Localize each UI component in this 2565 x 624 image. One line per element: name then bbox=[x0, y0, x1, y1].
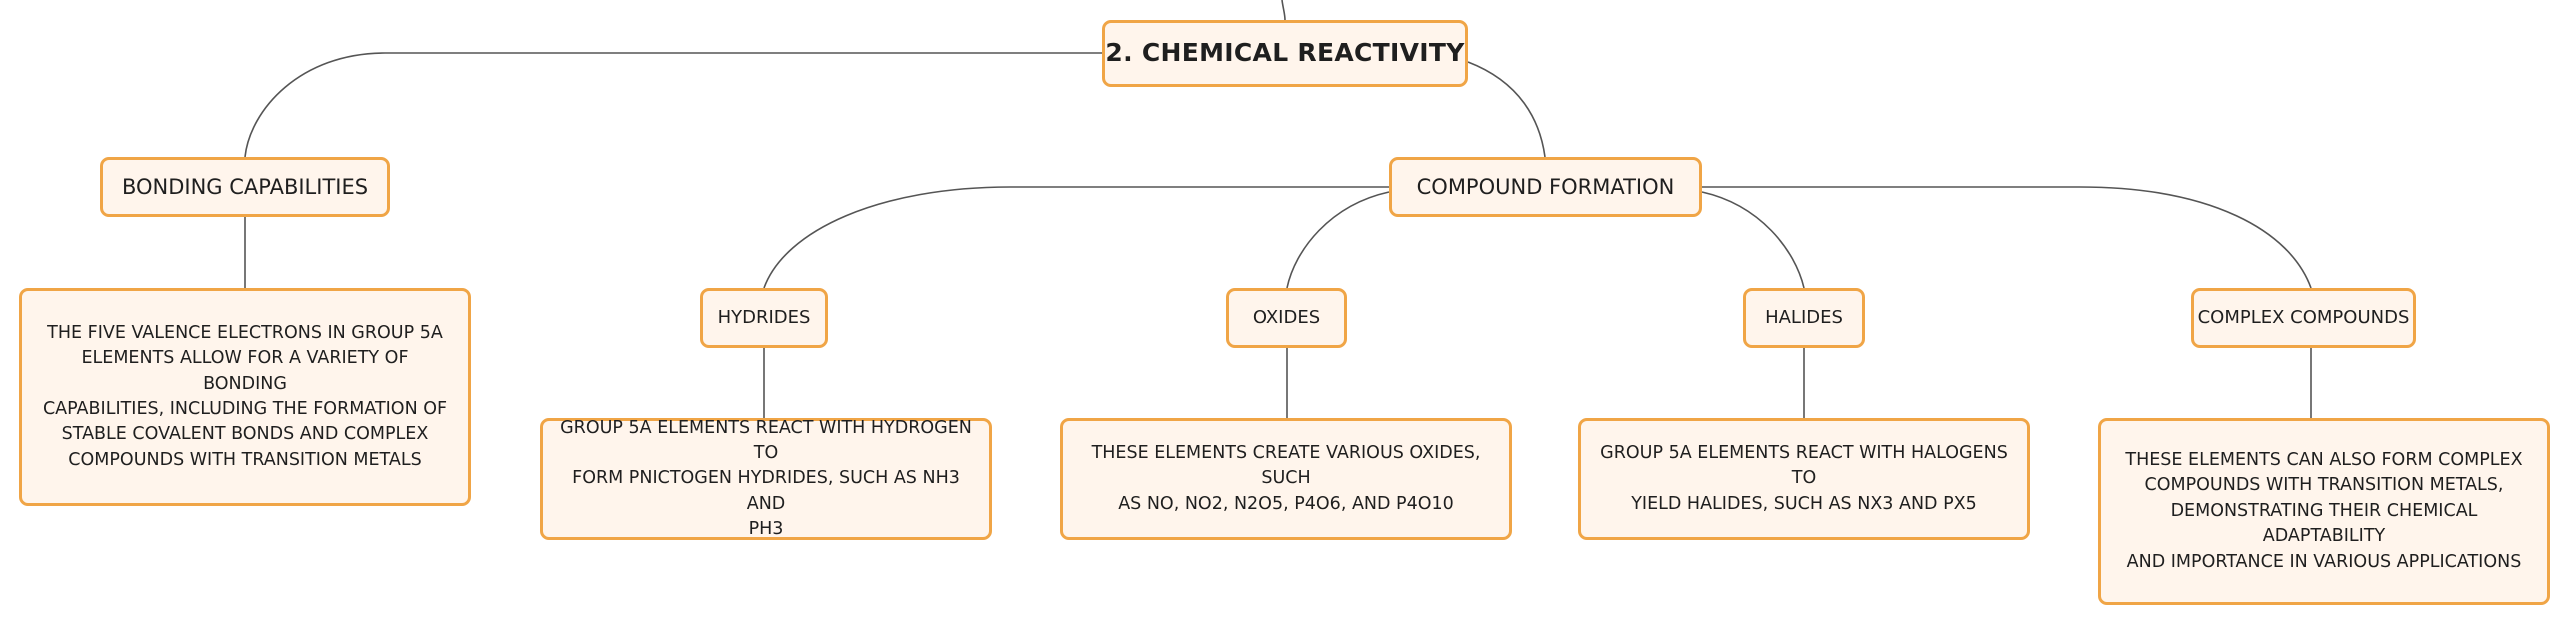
description-line: THESE ELEMENTS CREATE VARIOUS OXIDES, SU… bbox=[1091, 442, 1481, 489]
oxides-description: THESE ELEMENTS CREATE VARIOUS OXIDES, SU… bbox=[1079, 441, 1493, 517]
description-line: GROUP 5A ELEMENTS REACT WITH HYDROGEN TO bbox=[560, 417, 972, 463]
description-line: DEMONSTRATING THEIR CHEMICAL ADAPTABILIT… bbox=[2170, 500, 2478, 547]
hydrides-description: GROUP 5A ELEMENTS REACT WITH HYDROGEN TO… bbox=[559, 416, 973, 543]
description-line: ELEMENTS ALLOW FOR A VARIETY OF BONDING bbox=[81, 348, 409, 394]
root-topic-node[interactable]: 2. CHEMICAL REACTIVITY bbox=[1102, 20, 1468, 87]
description-line: THE FIVE VALENCE ELECTRONS IN GROUP 5A bbox=[47, 322, 443, 343]
bonding-capabilities-node[interactable]: BONDING CAPABILITIES bbox=[100, 157, 390, 217]
halides-node[interactable]: HALIDES bbox=[1743, 288, 1865, 348]
complex-compounds-description: THESE ELEMENTS CAN ALSO FORM COMPLEX COM… bbox=[2117, 448, 2531, 575]
halides-label: HALIDES bbox=[1765, 306, 1843, 328]
link-compound-to-oxides bbox=[1286, 191, 1390, 289]
description-line: GROUP 5A ELEMENTS REACT WITH HALOGENS TO bbox=[1600, 442, 2008, 489]
link-root-to-bonding bbox=[244, 52, 1102, 158]
description-line: YIELD HALIDES, SUCH AS NX3 AND PX5 bbox=[1631, 493, 1977, 514]
bonding-capabilities-description-node[interactable]: THE FIVE VALENCE ELECTRONS IN GROUP 5A E… bbox=[19, 288, 471, 506]
oxides-label: OXIDES bbox=[1252, 306, 1321, 328]
root-topic-label: 2. CHEMICAL REACTIVITY bbox=[1105, 38, 1465, 68]
link-compound-to-hydrides bbox=[763, 186, 1389, 289]
description-line: THESE ELEMENTS CAN ALSO FORM COMPLEX bbox=[2125, 450, 2523, 471]
description-line: PH3 bbox=[748, 519, 784, 540]
description-line: FORM PNICTOGEN HYDRIDES, SUCH AS NH3 AND bbox=[572, 468, 960, 514]
halides-description: GROUP 5A ELEMENTS REACT WITH HALOGENS TO… bbox=[1597, 441, 2011, 517]
hydrides-node[interactable]: HYDRIDES bbox=[700, 288, 828, 348]
description-line: COMPOUNDS WITH TRANSITION METALS bbox=[68, 449, 422, 470]
description-line: AS NO, NO2, N2O5, P4O6, AND P4O10 bbox=[1118, 493, 1454, 514]
link-compound-to-halides bbox=[1701, 191, 1805, 289]
bonding-capabilities-description: THE FIVE VALENCE ELECTRONS IN GROUP 5A E… bbox=[38, 321, 452, 473]
compound-formation-label: COMPOUND FORMATION bbox=[1416, 174, 1675, 199]
link-root-to-compound bbox=[1467, 61, 1546, 158]
link-compound-to-complex bbox=[1702, 186, 2312, 289]
halides-description-node[interactable]: GROUP 5A ELEMENTS REACT WITH HALOGENS TO… bbox=[1578, 418, 2030, 540]
description-line: AND IMPORTANCE IN VARIOUS APPLICATIONS bbox=[2126, 551, 2522, 572]
oxides-description-node[interactable]: THESE ELEMENTS CREATE VARIOUS OXIDES, SU… bbox=[1060, 418, 1512, 540]
description-line: CAPABILITIES, INCLUDING THE FORMATION OF bbox=[42, 399, 448, 419]
complex-compounds-label: COMPLEX COMPOUNDS bbox=[2197, 306, 2410, 328]
link-parent-to-root bbox=[1281, 0, 1286, 21]
complex-compounds-description-node[interactable]: THESE ELEMENTS CAN ALSO FORM COMPLEX COM… bbox=[2098, 418, 2550, 605]
compound-formation-node[interactable]: COMPOUND FORMATION bbox=[1389, 157, 1702, 217]
oxides-node[interactable]: OXIDES bbox=[1226, 288, 1347, 348]
hydrides-description-node[interactable]: GROUP 5A ELEMENTS REACT WITH HYDROGEN TO… bbox=[540, 418, 992, 540]
hydrides-label: HYDRIDES bbox=[717, 306, 811, 328]
description-line: COMPOUNDS WITH TRANSITION METALS, bbox=[2144, 475, 2504, 496]
description-line: STABLE COVALENT BONDS AND COMPLEX bbox=[61, 424, 429, 445]
bonding-capabilities-label: BONDING CAPABILITIES bbox=[121, 174, 369, 199]
complex-compounds-node[interactable]: COMPLEX COMPOUNDS bbox=[2191, 288, 2416, 348]
